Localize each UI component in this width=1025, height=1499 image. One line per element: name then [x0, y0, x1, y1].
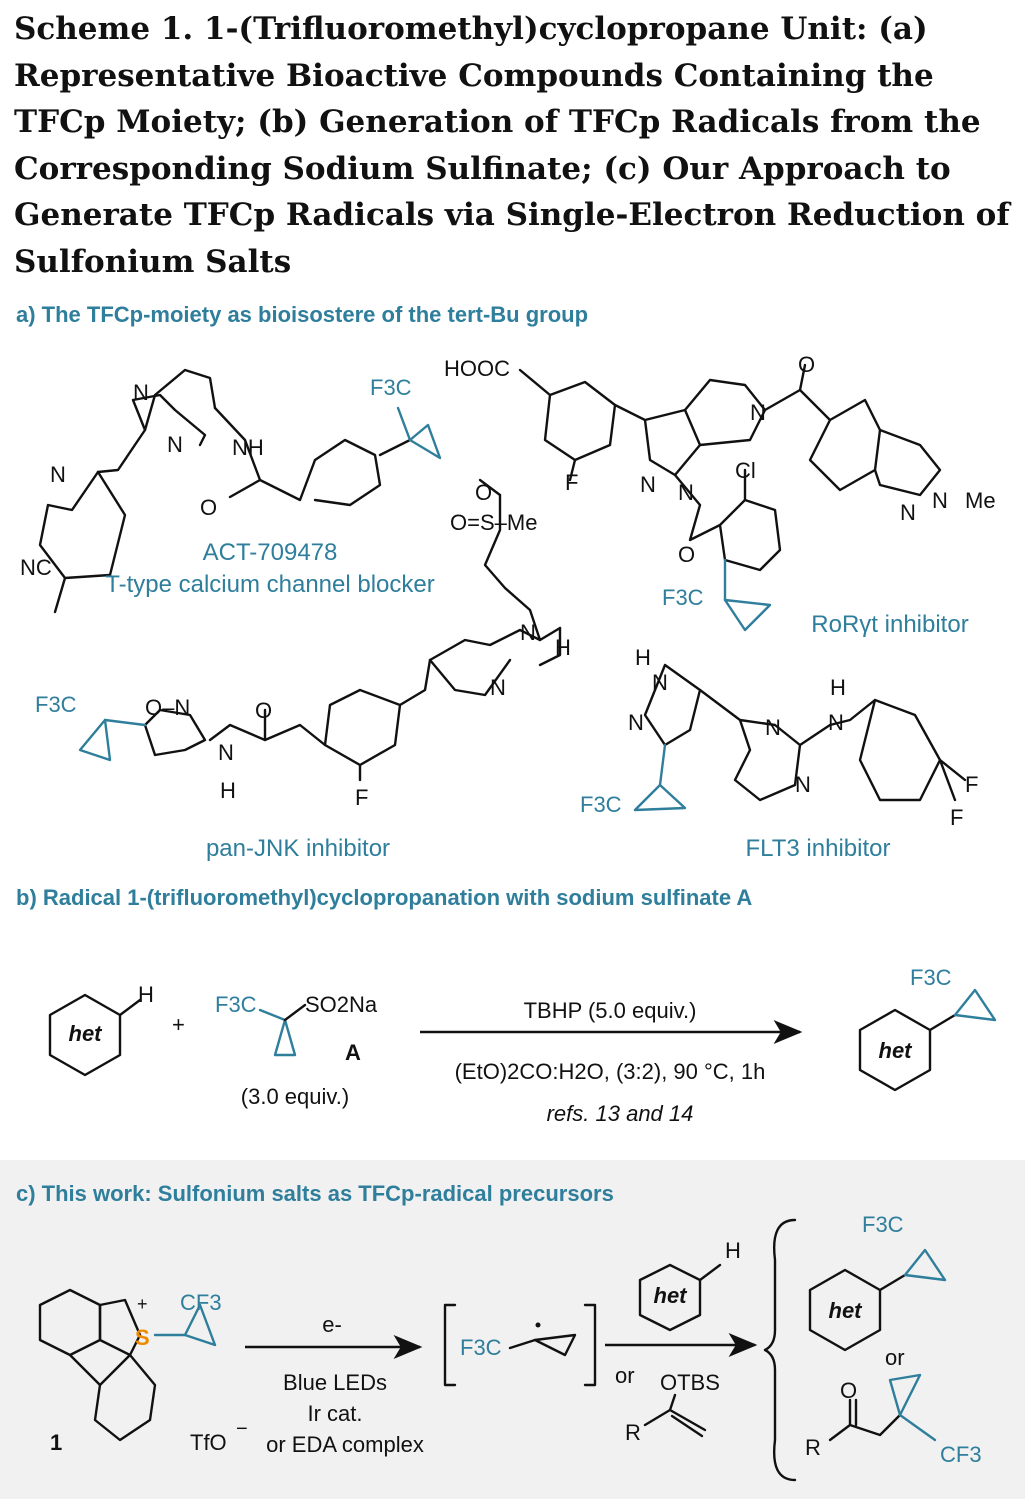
atom-f-flt3-2: F — [950, 805, 963, 830]
bracket-right — [583, 1303, 597, 1387]
counterion-tfo: TfO — [190, 1430, 227, 1455]
sulfonium-charge: + — [137, 1294, 148, 1314]
reaction-b: het H + F3C SO2Na A (3.0 equiv.) TBHP (5… — [48, 965, 997, 1126]
compound-label-pan-jnk: pan-JNK inhibitor — [206, 835, 390, 862]
bracket-left — [443, 1303, 457, 1387]
atom-n-ror-4: N — [900, 500, 916, 525]
atom-o-ror-2: O — [678, 542, 695, 567]
compound-label-1: 1 — [50, 1430, 62, 1455]
compound-label-flt3: FLT3 inhibitor — [746, 835, 891, 862]
molecule-pan-jnk-inhibitor: O O=S–Me N H N F O N H O–N F3C pan-JNK i… — [35, 478, 571, 862]
product-brace — [763, 1218, 797, 1482]
atom-n-flt3-amine: N — [828, 710, 844, 735]
atom-sulfone: O=S–Me — [450, 510, 537, 535]
atom-n-flt3-1: N — [652, 670, 668, 695]
atom-n-pyridine: N — [50, 462, 66, 487]
reagent-group-so2na: SO2Na — [305, 992, 378, 1017]
conditions-bottom-b: (EtO)2CO:H2O, (3:2), 90 °C, 1h — [455, 1059, 766, 1084]
het-label-c-reactant: het — [654, 1283, 689, 1308]
atom-o-ror-1: O — [798, 352, 815, 377]
atom-n-ror-2: N — [640, 472, 656, 497]
section-c-heading: c) This work: Sulfonium salts as TFCp-ra… — [16, 1181, 614, 1206]
atom-f-ror: F — [565, 470, 578, 495]
atom-n-ror-3: N — [678, 480, 694, 505]
radical-dot — [535, 1322, 541, 1328]
reagent-equiv: (3.0 equiv.) — [241, 1084, 349, 1109]
atom-nh-amide: NH — [232, 435, 264, 460]
panel-c-background — [0, 1160, 1025, 1499]
atom-nc: NC — [20, 555, 52, 580]
atom-f3c-jnk: F3C — [35, 692, 77, 717]
atom-f3c-product-c: F3C — [862, 1212, 904, 1237]
or-right: or — [885, 1345, 905, 1370]
compound-label-ror-gamma-t: RoRγt inhibitor — [811, 611, 968, 638]
conditions-blue-leds: Blue LEDs — [283, 1370, 387, 1395]
sulfonium-s: S — [135, 1325, 150, 1350]
atom-f3c-ror: F3C — [662, 585, 704, 610]
or-left: or — [615, 1363, 635, 1388]
atom-o-sulfone-1: O — [475, 480, 492, 505]
scheme-caption: Scheme 1. 1-(Trifluoromethyl)cyclopropan… — [14, 11, 1010, 280]
atom-n-pyrazole-1: N — [133, 380, 149, 405]
atom-n-ror-5: N — [932, 488, 948, 513]
molecule-flt3-inhibitor: H N N N N H N F F F3C FLT3 inhibitor — [580, 645, 978, 862]
atom-n-pyrazole-2: N — [167, 432, 183, 457]
atom-h-flt3-amine: H — [830, 675, 846, 700]
atom-h-b: H — [138, 982, 154, 1007]
atom-n-flt3-3: N — [765, 715, 781, 740]
atom-f3c-act: F3C — [370, 375, 412, 400]
atom-h-c: H — [725, 1238, 741, 1263]
atom-cf3-sulfonium: CF3 — [180, 1290, 222, 1315]
atom-f3c-reagent: F3C — [215, 992, 257, 1017]
atom-hooc: HOOC — [444, 356, 510, 381]
section-a-heading: a) The TFCp-moiety as bioisostere of the… — [16, 302, 589, 327]
compound-description-act-709478: T-type calcium channel blocker — [105, 571, 434, 598]
het-label-b-reactant: het — [69, 1021, 104, 1046]
molecule-ror-gamma-t-inhibitor: HOOC O N F N N Cl O N N Me F3C RoRγt inh… — [444, 352, 996, 638]
atom-f-jnk: F — [355, 785, 368, 810]
atom-n-flt3-4: N — [795, 772, 811, 797]
silyl-otbs: OTBS — [660, 1370, 720, 1395]
atom-me-ror: Me — [965, 488, 996, 513]
atom-n-ror-1: N — [750, 400, 766, 425]
plus-sign: + — [172, 1012, 185, 1037]
refs-b: refs. 13 and 14 — [547, 1101, 694, 1126]
atom-f-flt3-1: F — [965, 772, 978, 797]
reagent-label-a: A — [345, 1040, 361, 1065]
atom-h-flt3-pyrazole: H — [635, 645, 651, 670]
atom-r-ketone: R — [805, 1435, 821, 1460]
atom-h-jnk-amine: H — [555, 635, 571, 660]
conditions-ir-cat: Ir cat. — [307, 1401, 362, 1426]
atom-o-ketone: O — [840, 1378, 857, 1403]
atom-r-enol: R — [625, 1420, 641, 1445]
atom-n-flt3-2: N — [628, 710, 644, 735]
atom-n-jnk-amine: N — [520, 620, 536, 645]
section-b-heading: b) Radical 1-(trifluoromethyl)cyclopropa… — [16, 885, 753, 910]
atom-f3c-product-b: F3C — [910, 965, 952, 990]
conditions-top-b: TBHP (5.0 equiv.) — [524, 998, 697, 1023]
compound-label-act-709478: ACT-709478 — [203, 539, 338, 566]
counterion-charge: − — [236, 1418, 248, 1440]
atom-f3c-flt3: F3C — [580, 792, 622, 817]
atom-o-carbonyl: O — [200, 495, 217, 520]
reaction-c: S + CF3 1 TfO − e- Blue LEDs Ir cat. or … — [38, 1212, 982, 1482]
radical-f3c: F3C — [460, 1335, 502, 1360]
het-label-c-product: het — [829, 1298, 864, 1323]
atom-on-isoxazole: O–N — [145, 695, 190, 720]
atom-n-jnk-amide: N — [218, 740, 234, 765]
het-label-b-product: het — [879, 1038, 914, 1063]
molecule-act-709478: N NC N N NH O F3C ACT-709478 T-type calc… — [20, 368, 442, 614]
electron-label: e- — [322, 1312, 342, 1337]
atom-cl: Cl — [735, 458, 756, 483]
atom-h-jnk-amide: H — [220, 778, 236, 803]
atom-cf3-ketone: CF3 — [940, 1442, 982, 1467]
conditions-eda: or EDA complex — [266, 1432, 424, 1457]
atom-o-jnk: O — [255, 698, 272, 723]
atom-n-jnk-pyridine: N — [490, 675, 506, 700]
